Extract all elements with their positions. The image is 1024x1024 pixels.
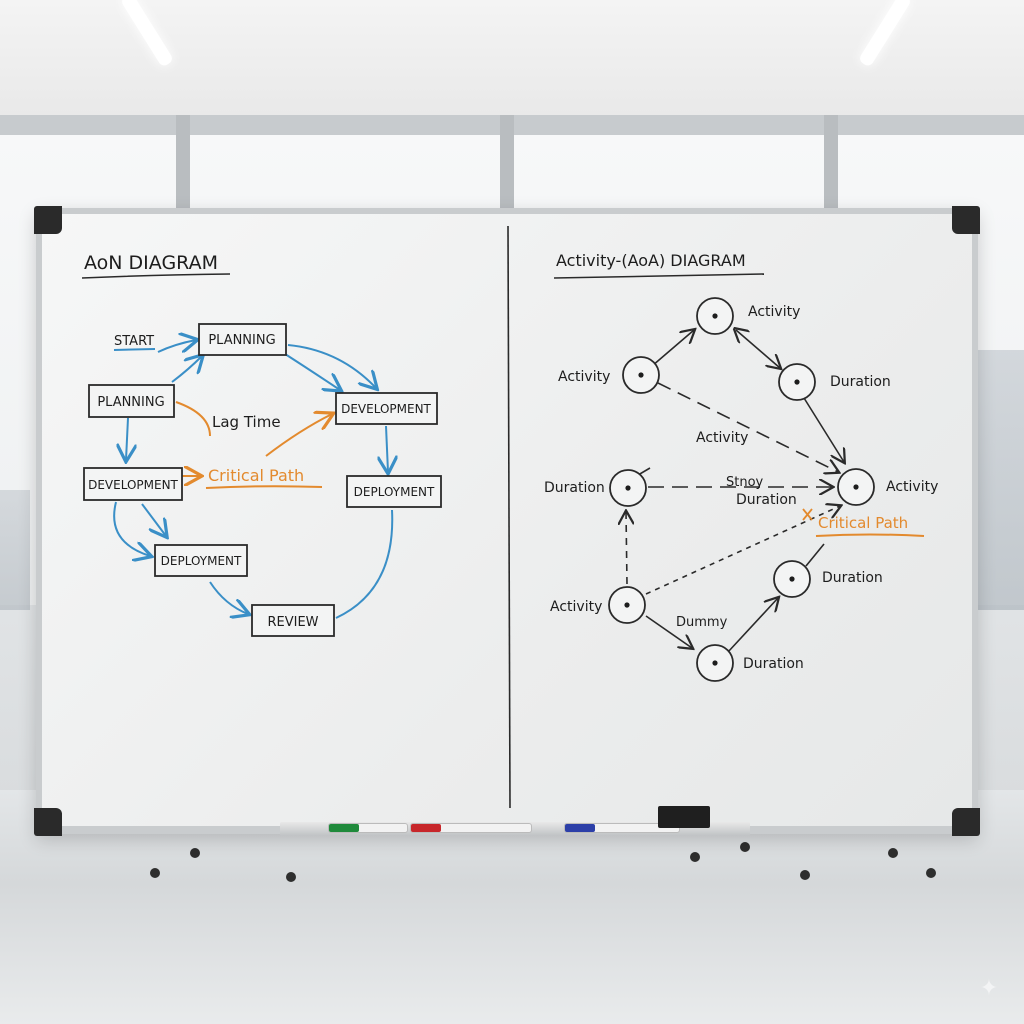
lag-time-label: Lag Time [212, 413, 281, 431]
aoa-label: Duration [822, 570, 883, 586]
aoa-arrow [645, 615, 692, 648]
arrow-start-planning [157, 340, 196, 353]
arrow-planning-planning [171, 356, 202, 383]
node-label: DEVELOPMENT [88, 478, 178, 492]
aoa-label: Duration [830, 374, 891, 390]
chair-wheel [800, 870, 810, 880]
node-label: PLANNING [208, 333, 275, 348]
aoa-label: Activity [550, 599, 602, 615]
node-deployment-bottom: DEPLOYMENT [154, 544, 248, 577]
aon-title-underline [81, 273, 231, 279]
aoa-arrow [651, 330, 694, 367]
aoa-title-underline [553, 273, 765, 279]
chair-wheel [150, 868, 160, 878]
node-label: DEPLOYMENT [161, 554, 242, 568]
aon-title: AoN DIAGRAM [84, 252, 218, 274]
arrow-planning-development [287, 344, 376, 388]
node-development-left: DEVELOPMENT [83, 467, 183, 501]
sparkle-icon: ✦ [979, 976, 999, 1001]
node-development-right: DEVELOPMENT [335, 392, 438, 425]
aoa-label: Duration [544, 480, 605, 496]
arrow-development-deployment-bottom [141, 503, 166, 536]
board-corner [34, 808, 62, 836]
aoa-label: Activity [748, 304, 800, 320]
aoa-label: Dummy [676, 615, 728, 630]
arrow-planning-development-left [126, 417, 128, 460]
board-corner [34, 206, 62, 234]
blue-marker[interactable] [564, 823, 680, 833]
red-marker[interactable] [410, 823, 532, 833]
critical-path-label-left: Critical Path [208, 466, 304, 485]
aoa-dummy-arrow [626, 512, 627, 585]
arrow-development-deployment [386, 425, 388, 472]
aoa-label: Activity [696, 430, 748, 446]
node-planning-top: PLANNING [198, 323, 287, 356]
aoa-arrow [805, 543, 825, 567]
critical-path-mark [802, 508, 813, 521]
aoa-title: Activity-(AoA) DIAGRAM [556, 251, 746, 270]
chair-wheel [286, 872, 296, 882]
critical-path-label-right: Critical Path [818, 514, 908, 532]
city-buildings [0, 490, 30, 610]
arrow-development-loop [113, 501, 150, 556]
aoa-label: Activity [886, 479, 938, 495]
whiteboard-surface [42, 214, 972, 826]
aoa-node [696, 644, 734, 682]
aoa-arrow [736, 330, 780, 368]
node-review: REVIEW [251, 604, 335, 637]
board-divider [507, 225, 511, 809]
arrow-planning-development-2 [281, 351, 340, 390]
aoa-node [837, 468, 875, 506]
aoa-node [778, 363, 816, 401]
aoa-node [608, 586, 646, 624]
chair-wheel [740, 842, 750, 852]
board-corner [952, 206, 980, 234]
aoa-node [773, 560, 811, 598]
board-corner [952, 808, 980, 836]
lag-time-bracket [175, 401, 211, 437]
arrow-deployment-review-curve [335, 509, 394, 619]
aoa-arrow [727, 598, 778, 653]
aoa-node [696, 297, 734, 335]
start-underline [113, 348, 156, 351]
marker-cap [329, 824, 359, 832]
chair-wheel [926, 868, 936, 878]
marker-cap [411, 824, 441, 832]
aoa-label: Duration [736, 492, 797, 508]
aoa-label: Activity [558, 369, 610, 385]
critical-path-underline-right [815, 533, 925, 537]
node-label: DEVELOPMENT [341, 402, 431, 416]
node-label: REVIEW [267, 615, 318, 630]
chair-wheel [690, 852, 700, 862]
node-label: PLANNING [97, 395, 164, 410]
critical-path-underline-left [205, 485, 323, 489]
aoa-dashed-arrow [657, 382, 838, 472]
node-deployment-right: DEPLOYMENT [346, 475, 442, 508]
start-label: START [114, 334, 154, 349]
aoa-node [609, 469, 647, 507]
lag-time-arrow [265, 414, 332, 457]
green-marker[interactable] [328, 823, 408, 833]
whiteboard-eraser[interactable] [658, 806, 710, 828]
aoa-node [622, 356, 660, 394]
aoa-label: Stnoy [726, 475, 764, 490]
whiteboard [36, 208, 978, 834]
aoa-label: Duration [743, 656, 804, 672]
chair-wheel [888, 848, 898, 858]
aoa-arrow [803, 397, 844, 462]
node-label: DEPLOYMENT [354, 485, 435, 499]
city-buildings [974, 350, 1024, 610]
node-planning-left: PLANNING [88, 384, 175, 418]
chair-wheel [190, 848, 200, 858]
arrow-deployment-review [209, 581, 248, 614]
marker-cap [565, 824, 595, 832]
